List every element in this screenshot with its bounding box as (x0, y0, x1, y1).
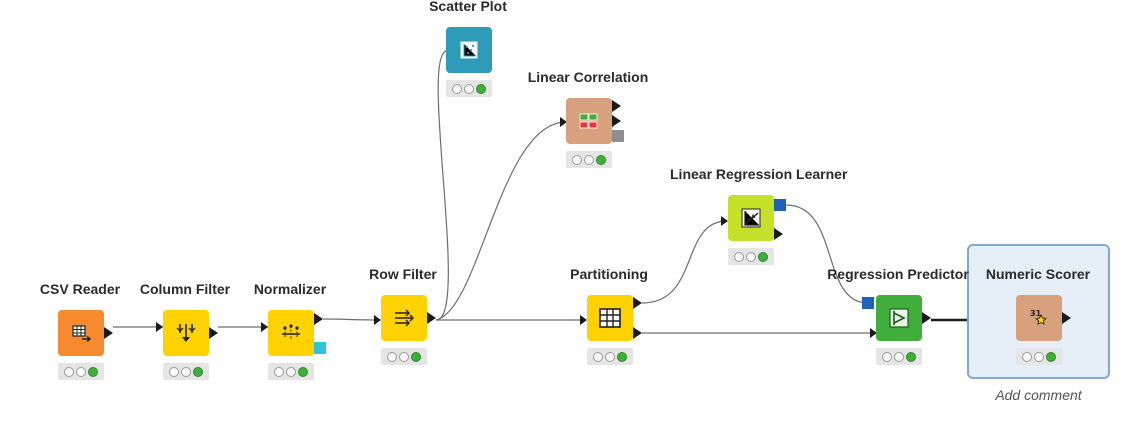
status-light-idle (286, 366, 296, 377)
status-light-idle (452, 83, 462, 94)
input-arrow-learner[interactable] (721, 216, 728, 226)
model-input-port[interactable] (862, 297, 874, 309)
status-light-idle (464, 83, 474, 94)
status-light-idle (387, 351, 397, 362)
table-export-icon[interactable] (58, 310, 104, 356)
status-light-idle (572, 154, 582, 165)
output-port[interactable] (104, 327, 113, 339)
output-port[interactable] (922, 312, 931, 324)
conn-rowfilter-to-scatter[interactable] (435, 50, 449, 321)
node-row-filter[interactable]: Row Filter (323, 266, 483, 406)
output-port[interactable] (427, 312, 436, 324)
regression-learner-icon[interactable] (728, 195, 774, 241)
node-label: Linear Regression Learner (670, 166, 848, 182)
status-light-idle (274, 366, 284, 377)
status-light-executed (758, 251, 768, 262)
predictor-icon[interactable] (876, 295, 922, 341)
node-label: Numeric Scorer (985, 266, 1091, 282)
status-light-executed (298, 366, 308, 377)
add-comment-link[interactable]: Add comment (995, 387, 1082, 403)
node-normalizer[interactable]: Normalizer (210, 281, 370, 421)
input-arrow-colfilter[interactable] (156, 322, 163, 332)
status-lights (381, 348, 427, 365)
stats-output-port[interactable] (612, 130, 624, 142)
status-light-executed (617, 351, 627, 362)
status-light-executed (1046, 351, 1056, 362)
status-light-idle (882, 351, 892, 362)
status-light-executed (596, 154, 606, 165)
status-lights (446, 80, 492, 97)
node-numeric-scorer[interactable]: Numeric Scorer 31 (958, 266, 1118, 406)
status-light-idle (1022, 351, 1032, 362)
output-port[interactable] (774, 228, 783, 240)
column-filter-icon[interactable] (163, 310, 209, 356)
output-port[interactable] (633, 327, 642, 339)
status-light-idle (1034, 351, 1044, 362)
row-filter-icon[interactable] (381, 295, 427, 341)
node-label: CSV Reader (39, 281, 121, 297)
conn-rowfilter-to-corr[interactable] (435, 121, 567, 321)
partition-table-icon[interactable] (587, 295, 633, 341)
node-label: Row Filter (369, 266, 437, 282)
status-light-idle (746, 251, 756, 262)
model-output-port[interactable] (774, 199, 786, 211)
status-light-idle (169, 366, 179, 377)
status-light-idle (605, 351, 615, 362)
status-lights (566, 151, 612, 168)
node-label: Partitioning (570, 266, 648, 282)
input-arrow-rowfilter[interactable] (374, 315, 381, 325)
status-light-executed (88, 366, 98, 377)
node-column-filter[interactable]: Column Filter (105, 281, 265, 421)
node-regression-predictor[interactable]: Regression Predictor (818, 266, 978, 406)
status-lights (163, 363, 209, 380)
node-label: Normalizer (253, 281, 327, 297)
output-port[interactable] (612, 100, 621, 112)
status-lights (587, 348, 633, 365)
status-light-executed (411, 351, 421, 362)
status-lights (268, 363, 314, 380)
status-light-idle (593, 351, 603, 362)
status-light-idle (76, 366, 86, 377)
model-output-port[interactable] (314, 342, 326, 354)
node-label: Linear Correlation (527, 69, 649, 85)
conn-learner-to-predictor[interactable] (785, 204, 869, 304)
node-scatter-plot[interactable]: Scatter Plot (388, 0, 548, 138)
node-label: Scatter Plot (429, 0, 507, 14)
status-light-executed (193, 366, 203, 377)
svg-text:31: 31 (1030, 309, 1042, 318)
node-linear-regression-learner[interactable]: Linear Regression Learner (670, 166, 848, 306)
input-arrow-part[interactable] (580, 315, 587, 325)
node-label: Regression Predictor (827, 266, 969, 282)
status-light-idle (64, 366, 74, 377)
status-light-idle (584, 154, 594, 165)
status-light-idle (894, 351, 904, 362)
node-partitioning[interactable]: Partitioning (529, 266, 689, 406)
status-light-idle (399, 351, 409, 362)
scatter-plot-icon[interactable] (446, 27, 492, 73)
conn-part-to-learner[interactable] (641, 220, 728, 304)
node-label: Column Filter (139, 281, 231, 297)
node-csv-reader[interactable]: CSV Reader (0, 281, 160, 421)
correlation-matrix-icon[interactable] (566, 98, 612, 144)
output-port[interactable] (314, 313, 323, 325)
status-lights (58, 363, 104, 380)
input-arrow-norm[interactable] (261, 322, 268, 332)
output-port[interactable] (1062, 312, 1071, 324)
output-port[interactable] (612, 115, 621, 127)
output-port[interactable] (209, 327, 218, 339)
status-lights (728, 248, 774, 265)
output-port[interactable] (633, 297, 642, 309)
status-lights (1016, 348, 1062, 365)
input-arrow-predictor[interactable] (870, 328, 877, 338)
scorer-icon[interactable]: 31 (1016, 295, 1062, 341)
status-lights (876, 348, 922, 365)
status-light-idle (181, 366, 191, 377)
normalizer-icon[interactable] (268, 310, 314, 356)
workflow-canvas[interactable]: CSV Reader Column Filter Normalizer Row … (0, 0, 1137, 404)
node-linear-correlation[interactable]: Linear Correlation (508, 69, 668, 209)
status-light-executed (906, 351, 916, 362)
status-light-idle (734, 251, 744, 262)
status-light-executed (476, 83, 486, 94)
input-arrow-corr[interactable] (560, 117, 567, 127)
